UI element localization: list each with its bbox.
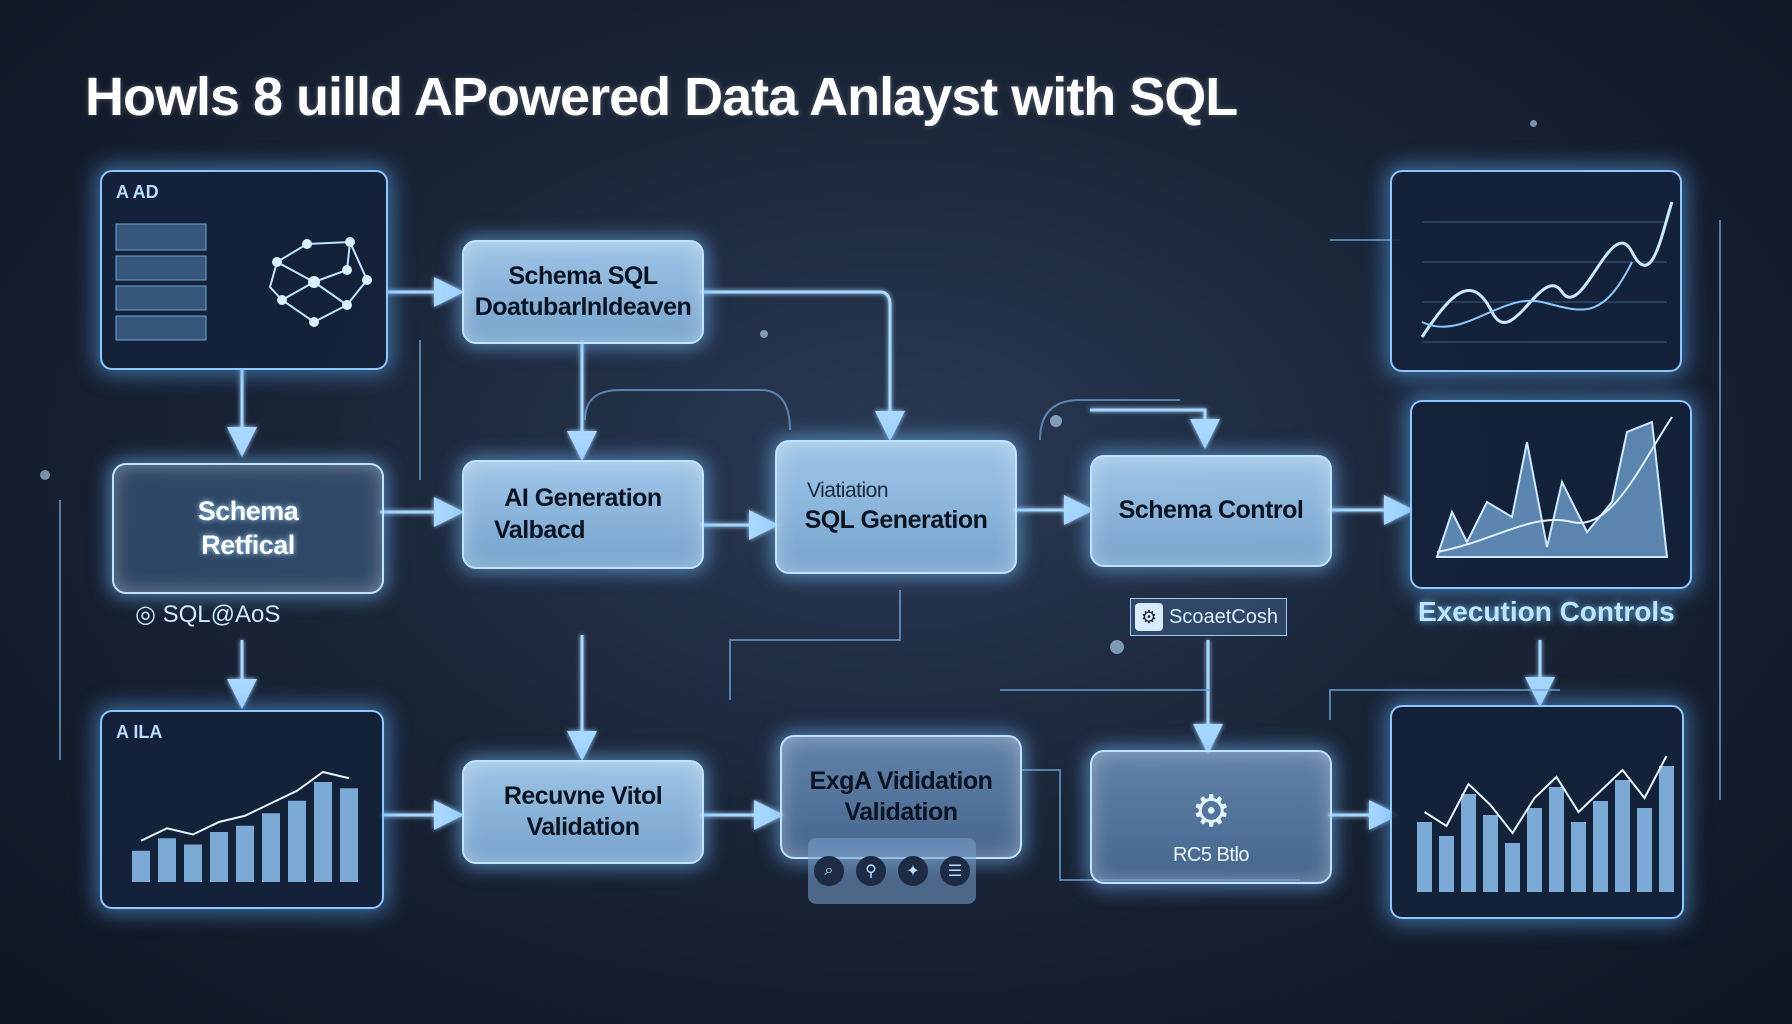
- particle: [1530, 120, 1537, 127]
- label-text: SQL@AoS: [162, 601, 281, 628]
- node-schema-retrieval[interactable]: Schema Retfical: [112, 463, 384, 594]
- tool-icons: ⌕ ⚲ ✦ ☰: [808, 838, 976, 904]
- node-label: Retfical: [201, 529, 295, 560]
- target-icon: ◎: [135, 601, 163, 628]
- network-graph-icon: [115, 223, 372, 341]
- bar: [314, 782, 332, 882]
- node-label: ExgA Vididation: [809, 766, 993, 795]
- execution-controls-label: Execution Controls: [1418, 596, 1675, 627]
- node-label: AI Generation: [504, 484, 662, 513]
- bar: [1549, 787, 1564, 892]
- bar: [210, 832, 228, 882]
- node-label: Schema Control: [1118, 496, 1304, 525]
- page-title: Howls 8 uilld APowered Data Anlayst with…: [85, 67, 1238, 127]
- node-label: Recuvne Vitol: [503, 781, 663, 810]
- particle: [1050, 415, 1062, 427]
- node-label: Validation: [526, 813, 640, 841]
- search-icon[interactable]: ⌕: [814, 856, 844, 886]
- particle: [1110, 640, 1124, 654]
- panel-title: A ILA: [116, 722, 163, 742]
- node-sql-generation[interactable]: Viatiation SQL Generation: [775, 440, 1017, 574]
- node-label: SQL Generation: [804, 505, 988, 534]
- bar: [1615, 780, 1630, 892]
- bar: [340, 788, 358, 882]
- chat-icon[interactable]: ☰: [940, 856, 970, 886]
- bar: [158, 838, 176, 882]
- pin-icon[interactable]: ✦: [898, 856, 928, 886]
- gear-icon: ⚙: [1135, 603, 1163, 631]
- badge-text: ScoaetCosh: [1169, 605, 1278, 628]
- node-exga-validation[interactable]: ExgA Vididation Validation: [780, 735, 1022, 859]
- bar: [1461, 794, 1476, 892]
- trend-line: [140, 770, 350, 842]
- line-chart-icon: [1420, 201, 1674, 343]
- arrow: [1090, 408, 1220, 449]
- node-label: Doatubarlnldeaven: [474, 293, 692, 321]
- particle: [40, 470, 50, 480]
- area-chart-icon: [1435, 416, 1673, 558]
- node-label: Valbacd: [494, 515, 586, 544]
- bar: [1593, 801, 1608, 892]
- bar-chart-icon: [132, 770, 358, 882]
- cloud-gear-icon: ⚙: [1191, 787, 1231, 836]
- node-ai-generation[interactable]: AI Generation Valbacd: [462, 460, 704, 569]
- bar: [1637, 808, 1652, 892]
- bar: [236, 825, 254, 882]
- node-label: Schema SQL: [508, 261, 658, 290]
- bar: [288, 800, 306, 882]
- node-sublabel: Viatiation: [807, 479, 889, 503]
- bar: [1439, 836, 1454, 892]
- bar: [1417, 822, 1432, 892]
- sql-aos-label: ◎ SQL@AoS: [135, 600, 280, 629]
- bar: [1527, 808, 1542, 892]
- bar: [1483, 815, 1498, 892]
- magnifier-icon[interactable]: ⚲: [856, 856, 886, 886]
- node-label: RC5 Btlo: [1172, 844, 1250, 866]
- scoaetcosh-badge: ⚙ ScoaetCosh: [1130, 598, 1287, 636]
- node-rc5-btlo[interactable]: ⚙ RC5 Btlo: [1090, 750, 1332, 884]
- bar: [184, 844, 202, 882]
- node-recuvne-validation[interactable]: Recuvne Vitol Validation: [462, 760, 704, 864]
- panel-title: A AD: [116, 182, 159, 202]
- node-label: Schema: [197, 495, 299, 526]
- bar: [1505, 843, 1520, 892]
- node-label: Validation: [844, 798, 958, 826]
- trend-line: [1423, 755, 1668, 835]
- particle: [760, 330, 768, 338]
- node-schema-sql[interactable]: Schema SQL Doatubarlnldeaven: [462, 240, 704, 344]
- bar: [132, 850, 150, 882]
- chart-panel-middle-right: [1410, 400, 1692, 589]
- bar-chart-icon: [1417, 755, 1674, 892]
- bar: [1659, 766, 1674, 892]
- node-schema-control[interactable]: Schema Control: [1090, 455, 1332, 567]
- arrow: [700, 290, 905, 441]
- chart-panel-bottom-left: A ILA: [100, 710, 384, 909]
- bar: [262, 813, 280, 882]
- chart-panel-bottom-right: [1390, 705, 1684, 919]
- bar: [1571, 822, 1586, 892]
- chart-panel-top-right: [1390, 170, 1682, 372]
- dashboard-panel-top-left: A AD: [100, 170, 388, 370]
